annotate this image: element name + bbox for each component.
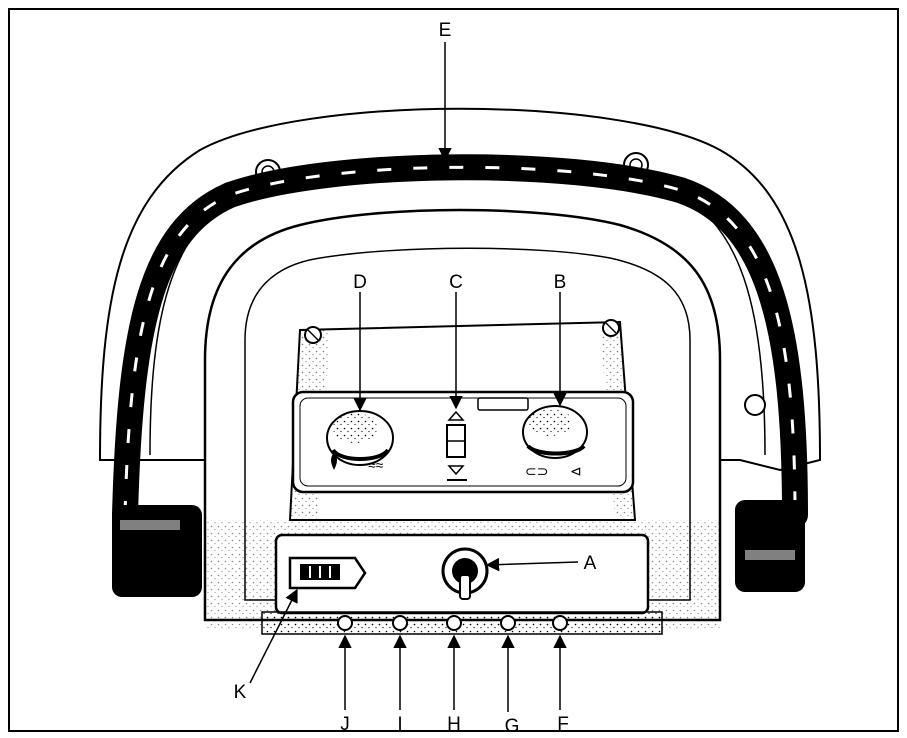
label-d: D <box>353 272 367 293</box>
indicator-plate <box>477 397 529 411</box>
turtle-icon: ⊂⊃ <box>525 463 548 479</box>
indicator-light-h <box>446 615 462 631</box>
label-e: E <box>439 20 452 41</box>
leader-a <box>485 557 579 572</box>
arrow-down-icon <box>447 465 465 476</box>
droplet-icon <box>331 452 337 470</box>
label-b: B <box>554 272 567 293</box>
console-inner <box>244 247 691 601</box>
key-switch[interactable] <box>441 547 489 600</box>
indicator-light-g <box>500 615 516 631</box>
arrow-up-icon <box>447 410 465 421</box>
label-a: A <box>584 553 597 574</box>
wave-icon: ≈≈ <box>368 457 384 473</box>
label-k: K <box>234 682 247 703</box>
label-j: J <box>340 714 350 735</box>
handle-grip-left <box>112 505 202 597</box>
leader-k <box>249 588 298 684</box>
label-i: I <box>397 714 402 735</box>
indicator-light-j <box>337 615 353 631</box>
label-h: H <box>447 714 461 735</box>
brush-rocker-switch[interactable] <box>446 424 466 458</box>
indicator-light-i <box>392 615 408 631</box>
water-flow-knob[interactable] <box>326 410 394 466</box>
label-c: C <box>449 272 463 293</box>
indicator-light-f <box>552 615 568 631</box>
speed-knob[interactable] <box>522 405 588 459</box>
shroud-screw-side <box>744 394 766 416</box>
handle-grip-right <box>735 500 805 592</box>
rabbit-icon: ⊲ <box>570 463 582 479</box>
label-f: F <box>557 714 569 735</box>
label-g: G <box>505 716 520 737</box>
hour-meter <box>288 556 367 590</box>
